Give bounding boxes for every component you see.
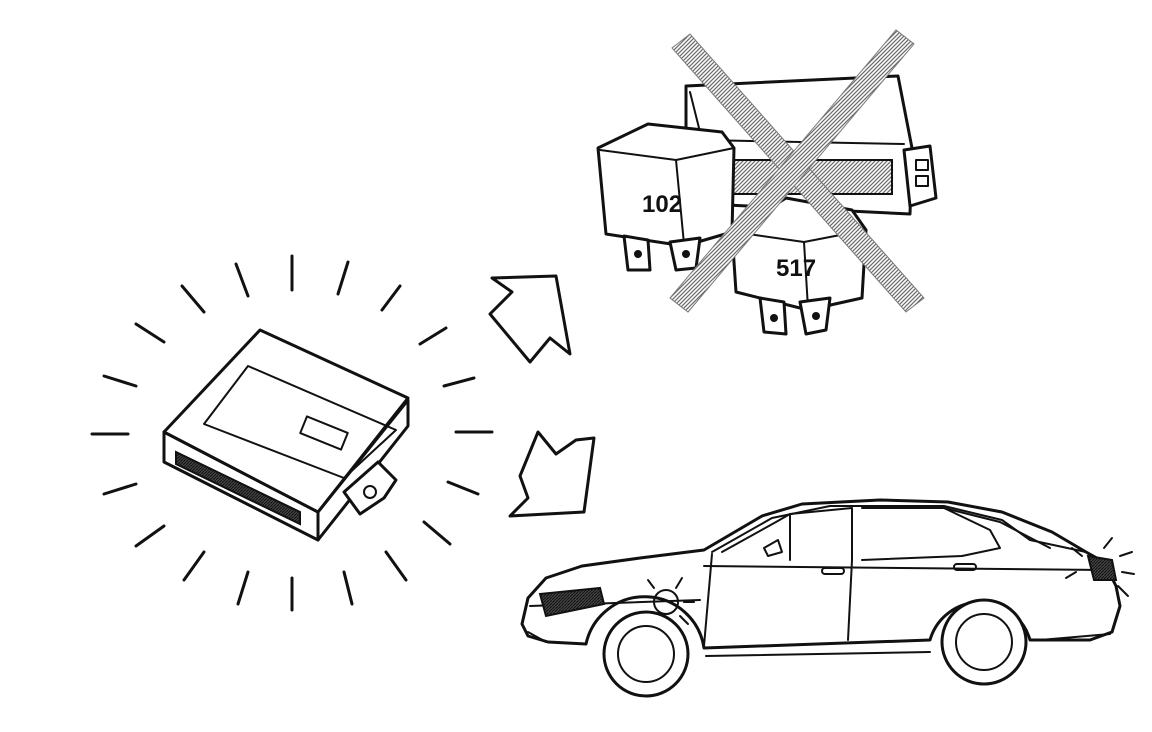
car-illustration	[520, 498, 1135, 698]
cross-out-mark	[669, 29, 925, 313]
headlight	[538, 586, 606, 618]
arrow-to-car	[508, 430, 596, 518]
control-module-box	[162, 328, 410, 542]
relay-102: 102	[596, 122, 736, 272]
side-indicator	[653, 589, 679, 615]
taillight	[1086, 554, 1118, 581]
car-body	[520, 498, 1122, 650]
front-wheel	[602, 610, 690, 698]
arrow-to-relays	[488, 274, 572, 364]
rear-wheel	[940, 598, 1028, 686]
relay-102-label: 102	[642, 191, 682, 218]
control-module-group	[90, 254, 494, 612]
glow-rays	[90, 254, 494, 612]
relay-517-label: 517	[776, 255, 816, 282]
relay-group: 102 517	[596, 29, 938, 336]
connector-pins	[175, 450, 301, 526]
mounting-hole	[363, 485, 377, 499]
